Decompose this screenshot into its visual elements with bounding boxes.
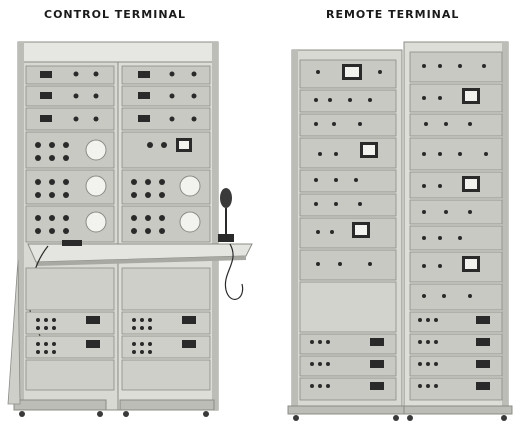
remote-terminal-rack (287, 41, 513, 421)
control-terminal-rack (7, 41, 253, 417)
remote-terminal-caption: REMOTE TERMINAL (326, 8, 460, 21)
control-terminal-caption: CONTROL TERMINAL (44, 8, 187, 21)
